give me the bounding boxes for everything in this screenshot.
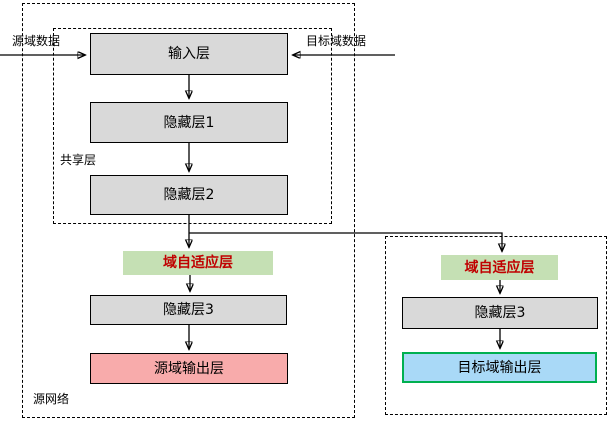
domain-adaptation-layer-source-node: 域自适应层 [123, 251, 273, 275]
target-output-layer-node: 目标域输出层 [402, 352, 597, 383]
source-domain-data-label: 源域数据 [12, 34, 61, 48]
hidden-layer-1-node: 隐藏层1 [90, 102, 288, 143]
input-layer-node: 输入层 [90, 33, 288, 75]
hidden-layer-2-node: 隐藏层2 [90, 175, 288, 215]
shared-layer-label: 共享层 [60, 153, 97, 167]
source-network-label: 源网络 [33, 392, 70, 406]
target-domain-data-label: 目标域数据 [306, 34, 367, 48]
source-network-group-frame [22, 3, 355, 418]
hidden-layer-3-source-node: 隐藏层3 [90, 295, 287, 325]
source-output-layer-node: 源域输出层 [90, 353, 288, 384]
shared-layers-group-frame [53, 28, 332, 224]
domain-adaptation-layer-target-node: 域自适应层 [441, 255, 558, 280]
hidden-layer-3-target-node: 隐藏层3 [402, 297, 598, 329]
